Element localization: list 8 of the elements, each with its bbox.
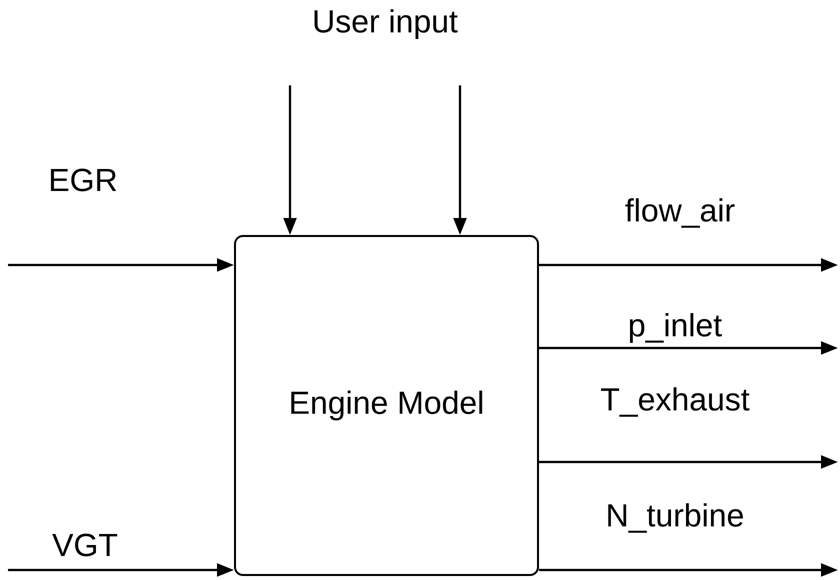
signal-label: N_turbine bbox=[608, 503, 743, 533]
signal-label: p_inlet bbox=[630, 313, 722, 343]
input-label: User input bbox=[314, 9, 458, 40]
signal-label: VGT bbox=[52, 534, 118, 556]
model-box: Engine Model bbox=[234, 235, 539, 576]
signal-label: flow_air bbox=[625, 198, 735, 228]
signal-label: EGR bbox=[50, 168, 116, 192]
signal-label: T_exhaust bbox=[601, 387, 750, 417]
